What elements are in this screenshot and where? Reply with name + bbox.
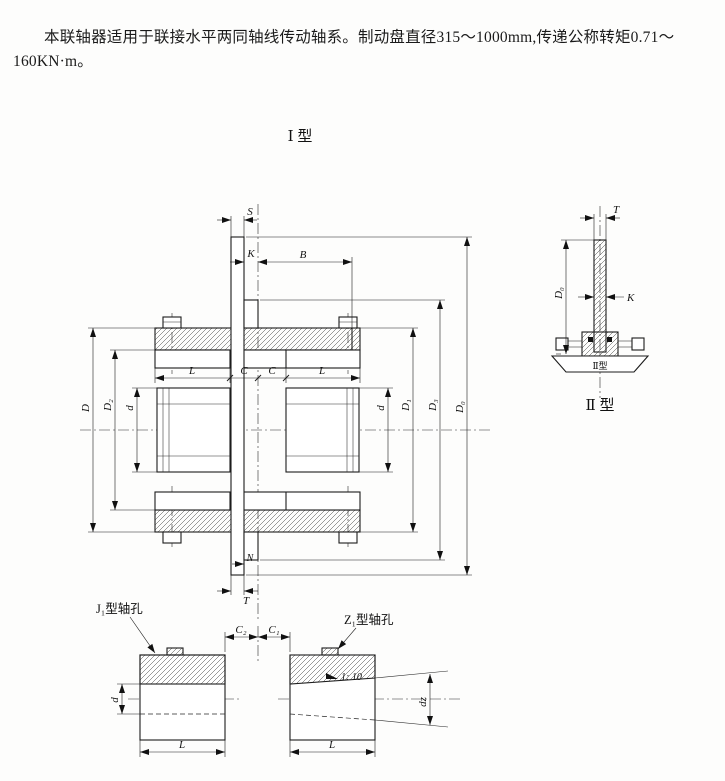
dim-label-D0: D₀ [454, 401, 466, 414]
dim-label-C-right: C [268, 365, 276, 377]
intro-text: 本联轴器适用于联接水平两同轴线传动轴系。制动盘直径315～1000mm,传递公称… [13, 28, 675, 70]
type2-dim-label-D0: D₀ [553, 287, 565, 300]
brake-disc [230, 236, 259, 576]
z1-label: Z₁型轴孔 [344, 612, 394, 627]
dim-S: S [217, 206, 257, 237]
type2-bolt-right [631, 337, 645, 351]
flange-bolts [162, 316, 358, 544]
z1-key [321, 647, 339, 656]
dim-label-S: S [247, 206, 253, 218]
dim-label-C-left: C [240, 365, 248, 377]
main-view: S K B L C [80, 204, 492, 620]
dim-LCCL: L C C L [154, 365, 361, 383]
j1-label: J₁型轴孔 [96, 601, 143, 616]
coupling-body [154, 316, 361, 544]
j1-key [166, 647, 184, 656]
dim-label-L-right: L [318, 365, 325, 377]
type2-dim-T: T [580, 204, 620, 240]
type2-view: Ⅱ型 T D₀ K Ⅱ 型 [550, 204, 650, 414]
sleeve-band-bottom [154, 491, 361, 511]
type2-dim-K: K [578, 292, 635, 304]
dim-label-d-left: d [124, 405, 136, 411]
dim-label-C2: C₂ [235, 624, 246, 636]
dims-right: d D₁ D₃ D₀ [246, 236, 472, 576]
dims-left: D D₂ d [80, 327, 157, 533]
j1-dim-L: L [139, 739, 226, 757]
dim-K-B: K B [230, 248, 353, 328]
dim-label-T: T [243, 595, 250, 607]
type2-view-title: Ⅱ 型 [586, 397, 615, 414]
disc-step-bottom [243, 531, 259, 561]
type2-flange [550, 355, 650, 373]
dim-label-K: K [246, 248, 255, 260]
dim-label-D3: D₃ [427, 399, 439, 412]
j1-dim-label-d: d [109, 697, 121, 703]
type1-view-title: Ⅰ 型 [288, 128, 313, 145]
dim-label-L-left: L [188, 365, 195, 377]
flange-band-bottom [154, 509, 361, 533]
dim-label-B: B [300, 249, 307, 261]
dim-label-d-right: d [375, 405, 387, 411]
type2-dim-label-K: K [626, 292, 635, 304]
dim-label-C1: C₁ [268, 624, 279, 636]
z1-dim-label-L: L [328, 739, 335, 751]
j1-dim-label-L: L [178, 739, 185, 751]
j1-dim-d: d [109, 683, 140, 715]
brake-disc-plate [230, 236, 245, 576]
disc-step-top [243, 299, 259, 329]
dim-label-D1: D₁ [400, 399, 412, 412]
z1-taper-label: 1: 10 [341, 672, 362, 683]
j1-view: J₁型轴孔 d L [96, 601, 240, 757]
dim-label-D2: D₂ [102, 399, 114, 412]
left-hub [156, 387, 231, 473]
flange-band-top [154, 327, 361, 351]
right-hub [285, 387, 360, 473]
dim-label-D: D [80, 404, 92, 413]
z1-dim-dz: dz [417, 674, 433, 725]
type2-dim-D0: D₀ [553, 239, 594, 355]
sleeve-band-top [154, 349, 361, 369]
z1-taper-mark: 1: 10 [326, 672, 362, 683]
type2-small-label: Ⅱ型 [592, 361, 607, 371]
z1-dim-label-dz: dz [417, 696, 429, 707]
type2-dim-label-T: T [613, 204, 620, 216]
z1-view: Z₁型轴孔 1: 10 dz L [278, 612, 462, 757]
z1-dim-L: L [289, 739, 376, 757]
dim-N: N [232, 553, 255, 568]
dims-C2-C1: C₂ C₁ [224, 624, 291, 664]
dim-label-N: N [246, 553, 255, 564]
dim-T: T [217, 575, 258, 607]
